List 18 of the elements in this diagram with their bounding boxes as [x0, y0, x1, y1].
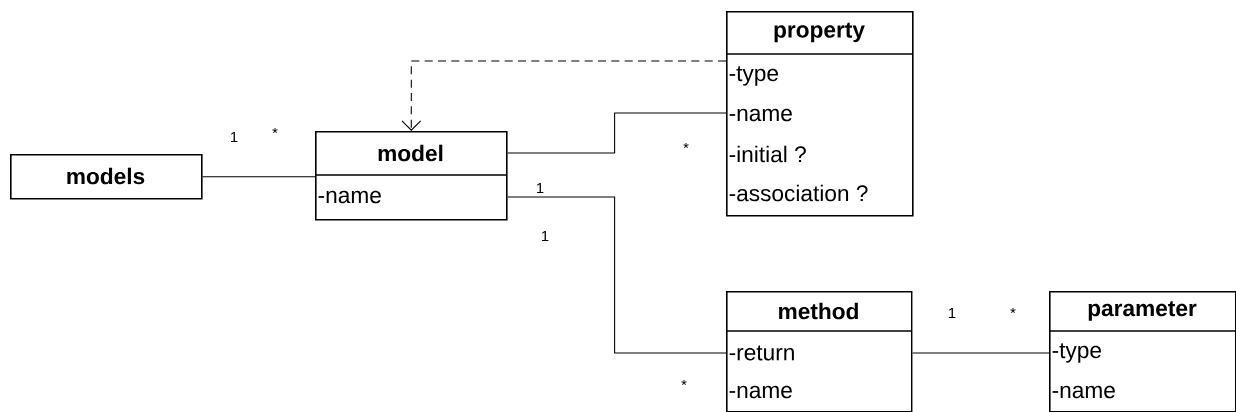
association-line: [507, 112, 727, 154]
multiplicity-label: *: [1010, 307, 1016, 314]
association-line: [202, 176, 316, 178]
multiplicity-label: *: [272, 127, 278, 134]
dependency-arrow: [401, 60, 727, 131]
multiplicity-label: 1: [542, 230, 549, 242]
class-box: method -return -name: [725, 291, 913, 412]
multiplicity-label: 1: [949, 307, 956, 319]
multiplicity-label: 1: [537, 182, 544, 194]
class-box: model -name: [314, 131, 508, 221]
class-box: property -type -name -initial ? -association ?: [725, 11, 914, 217]
multiplicity-label: *: [681, 379, 687, 386]
multiplicity-label: 1: [231, 131, 238, 143]
multiplicity-label: *: [683, 142, 689, 149]
class-box: models: [10, 154, 203, 200]
association-line: [507, 196, 727, 354]
class-box: parameter -type -name: [1048, 291, 1236, 412]
association-line: [912, 352, 1050, 354]
